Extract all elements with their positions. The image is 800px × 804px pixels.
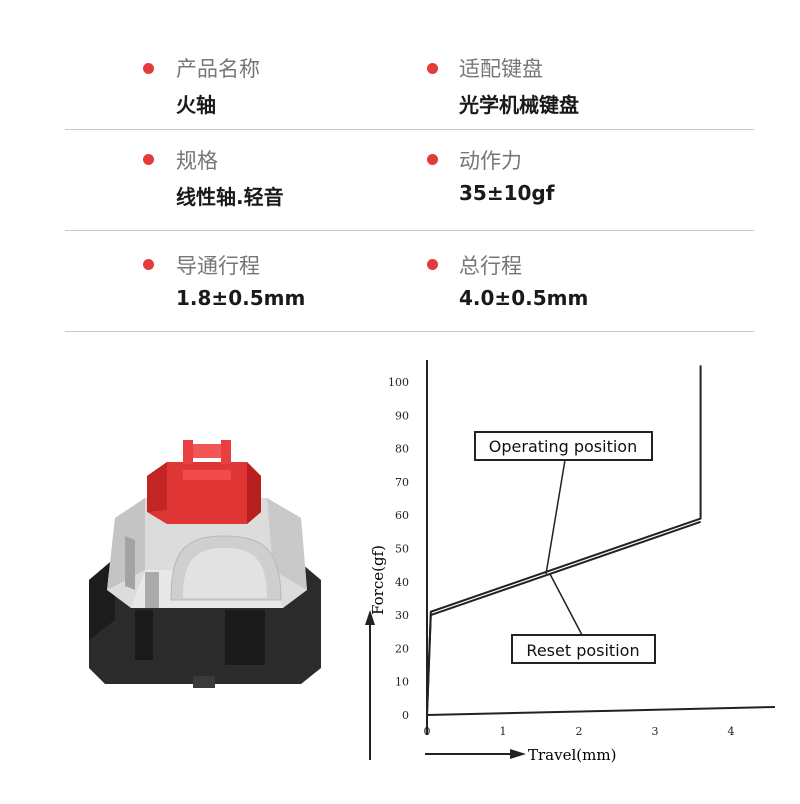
x-tick-label: 4 — [728, 725, 735, 738]
bullet-dot-icon — [427, 154, 438, 165]
y-tick-label: 60 — [395, 509, 409, 522]
chart-svg: 0 10 20 30 40 50 60 70 80 90 100 0 1 2 3 4 Operating p… — [365, 360, 776, 764]
spec-label: 总行程 — [459, 254, 522, 278]
y-tick-label: 30 — [395, 609, 409, 622]
spec-row: 产品名称 火轴 适配键盘 光学机械键盘 — [0, 45, 800, 145]
x-axis-line — [426, 706, 776, 716]
chart-axes — [365, 360, 776, 760]
spec-row: 规格 线性轴.轻音 动作力 35±10gf — [0, 137, 800, 237]
bullet-dot-icon — [143, 63, 154, 74]
bullet-dot-icon — [143, 259, 154, 270]
spec-label: 规格 — [176, 149, 218, 173]
annotation-label: Operating position — [489, 437, 637, 456]
annotation-box — [474, 431, 653, 461]
spec-label: 适配键盘 — [459, 57, 543, 81]
x-tick-labels: 0 1 2 3 4 — [424, 725, 735, 738]
bullet-dot-icon — [427, 259, 438, 270]
y-tick-label: 90 — [395, 409, 409, 422]
x-axis-label: Travel(mm) — [528, 746, 616, 764]
annotation-leader-line — [545, 459, 566, 575]
x-tick-label: 0 — [424, 725, 431, 738]
spec-value: 1.8±0.5mm — [176, 286, 306, 310]
y-tick-label: 10 — [395, 676, 409, 689]
bullet-dot-icon — [427, 63, 438, 74]
spec-value: 光学机械键盘 — [459, 93, 579, 117]
row-divider — [65, 129, 754, 130]
annotation-box — [511, 634, 656, 664]
force-travel-chart: 0 10 20 30 40 50 60 70 80 90 100 0 1 2 3 4 Operating p… — [350, 340, 800, 800]
switch-illustration — [75, 440, 345, 700]
spec-value: 35±10gf — [459, 181, 555, 205]
y-tick-label: 100 — [388, 376, 409, 389]
bullet-dot-icon — [143, 154, 154, 165]
y-tick-label: 20 — [395, 642, 409, 655]
x-arrow-head — [510, 749, 526, 759]
spec-table: 产品名称 火轴 适配键盘 光学机械键盘 规格 线性轴.轻音 动作力 35±10g… — [0, 0, 800, 332]
spec-label: 产品名称 — [176, 57, 260, 81]
y-arrow-head — [365, 610, 375, 625]
y-tick-label: 40 — [395, 576, 409, 589]
mechanical-switch-icon — [89, 440, 321, 688]
row-divider — [65, 331, 754, 332]
x-tick-label: 1 — [500, 725, 507, 738]
y-tick-labels: 0 10 20 30 40 50 60 70 80 90 100 — [388, 376, 409, 722]
series-lines — [426, 365, 702, 716]
spec-label: 动作力 — [459, 149, 522, 173]
spec-label: 导通行程 — [176, 254, 260, 278]
y-tick-label: 0 — [402, 709, 409, 722]
y-tick-label: 50 — [395, 543, 409, 556]
annotation-leader-line — [549, 573, 583, 636]
y-axis-label: Force(gf) — [369, 545, 387, 615]
series-line — [426, 520, 701, 716]
annotation-label: Reset position — [526, 641, 639, 660]
spec-value: 线性轴.轻音 — [176, 185, 284, 209]
y-tick-label: 80 — [395, 443, 409, 456]
x-tick-label: 2 — [576, 725, 583, 738]
spec-value: 4.0±0.5mm — [459, 286, 589, 310]
y-tick-label: 70 — [395, 476, 409, 489]
row-divider — [65, 230, 754, 231]
spec-value: 火轴 — [176, 93, 216, 117]
spec-row: 导通行程 1.8±0.5mm 总行程 4.0±0.5mm — [0, 242, 800, 342]
x-tick-label: 3 — [652, 725, 659, 738]
